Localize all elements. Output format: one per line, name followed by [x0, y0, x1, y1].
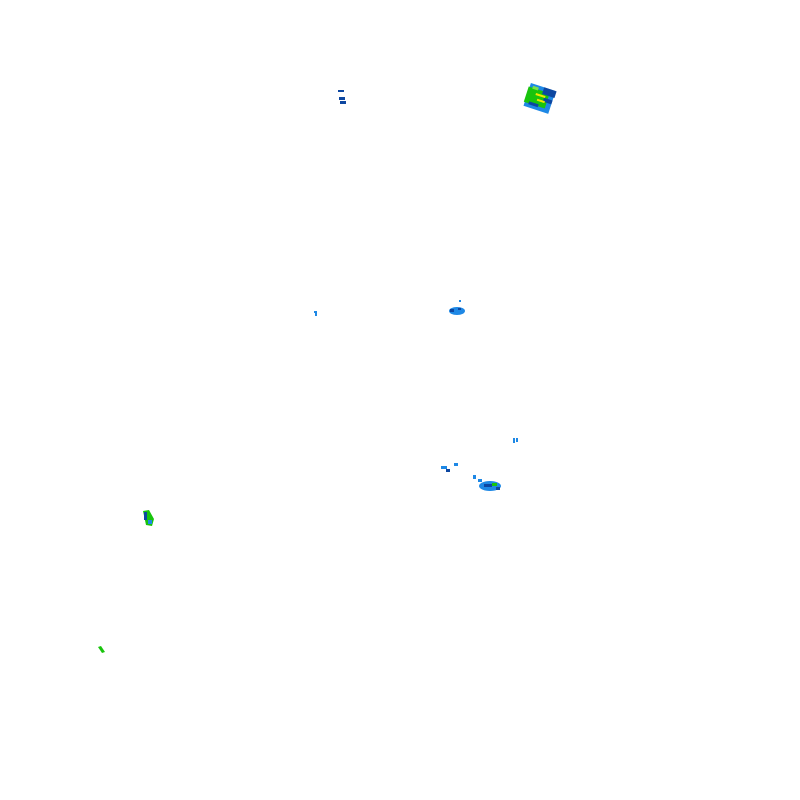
precip-cell-east-upper — [513, 438, 518, 443]
precip-cell-north-east — [523, 82, 557, 114]
precip-cell-north-small — [338, 90, 346, 104]
precip-cell-east-cluster — [441, 463, 501, 491]
precip-cell-west — [143, 510, 154, 526]
precip-cell-center — [449, 300, 465, 315]
precip-cell-center-west — [314, 311, 317, 316]
precip-cell-southwest — [98, 646, 105, 653]
